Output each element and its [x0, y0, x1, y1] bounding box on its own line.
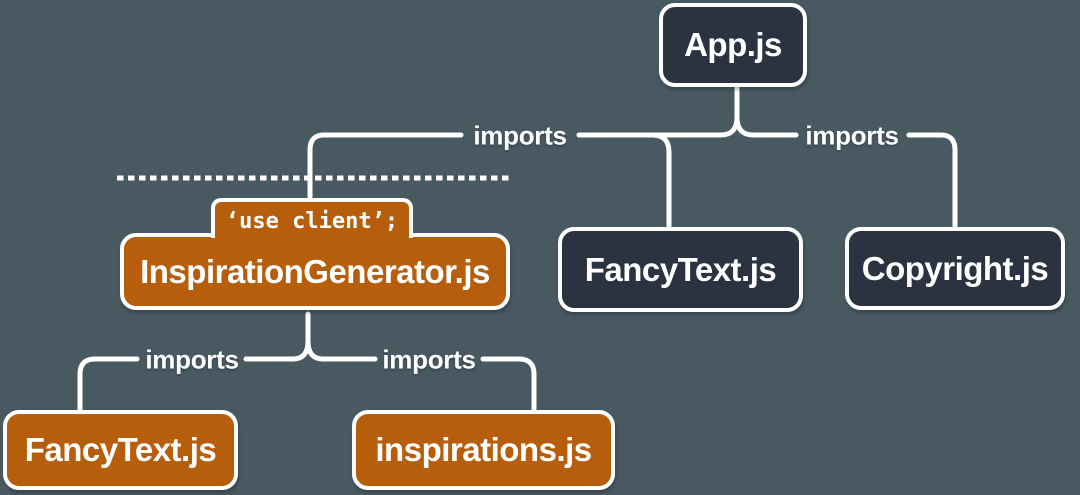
node-inspiration-generator: InspirationGenerator.js	[120, 233, 510, 310]
node-copyright: Copyright.js	[845, 227, 1065, 310]
edge-label-imports-inspiration-inspirations: imports	[382, 344, 476, 375]
node-app-js: App.js	[659, 3, 807, 87]
edge-inspiration-left-branch	[243, 311, 311, 362]
node-fancytext-server-label: FancyText.js	[584, 250, 777, 288]
edge-label-imports-inspiration-fancytext: imports	[145, 344, 239, 375]
node-inspirations-label: inspirations.js	[375, 431, 592, 468]
edge-app-right-branch	[734, 114, 799, 138]
node-inspirations: inspirations.js	[352, 410, 615, 490]
edge-to-fancytext-server	[649, 132, 672, 229]
node-fancytext-server: FancyText.js	[558, 227, 803, 312]
node-fancytext-client-label: FancyText.js	[24, 431, 217, 468]
edge-app-left-branch	[576, 85, 740, 138]
node-fancytext-client: FancyText.js	[3, 410, 238, 490]
use-client-directive-text: ‘use client’;	[225, 208, 399, 234]
node-app-js-label: App.js	[684, 26, 782, 63]
edge-to-inspirations	[480, 356, 537, 412]
edge-label-imports-app-inspirationgenerator: imports	[473, 120, 567, 151]
edge-label-imports-app-copyright: imports	[805, 120, 899, 151]
use-client-directive-tab: ‘use client’;	[211, 198, 413, 238]
edge-inspiration-right-branch	[305, 338, 378, 362]
edge-to-inspiration-generator	[307, 132, 464, 200]
edge-to-copyright	[906, 132, 958, 229]
node-inspiration-generator-label: InspirationGenerator.js	[140, 252, 490, 290]
node-copyright-label: Copyright.js	[861, 249, 1049, 287]
edge-to-fancytext-client	[77, 356, 140, 412]
